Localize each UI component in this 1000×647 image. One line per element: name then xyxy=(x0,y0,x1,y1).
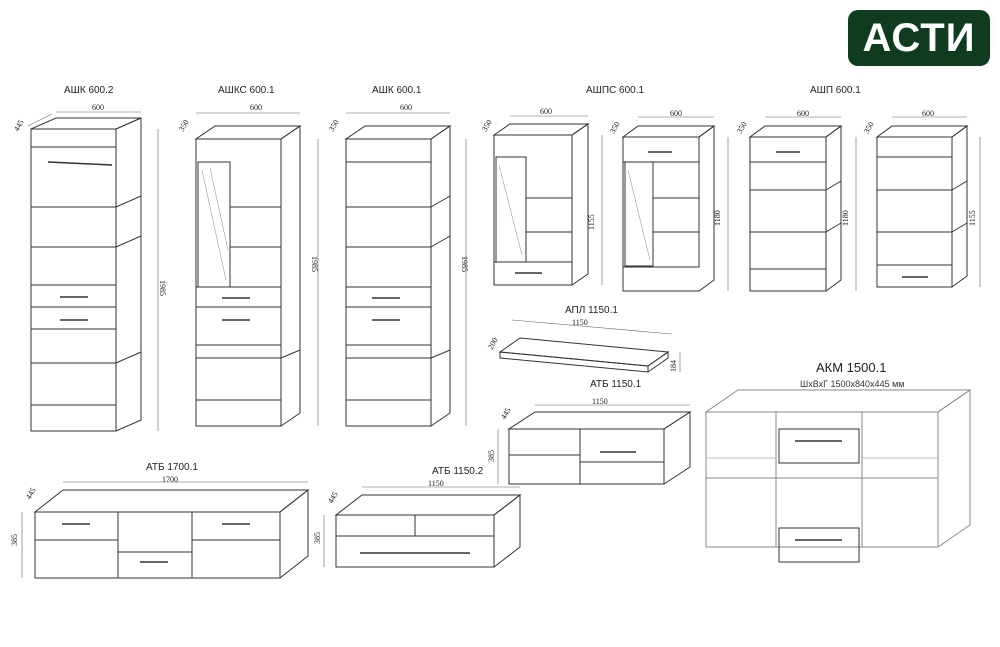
tvstand-atb-1700-1 xyxy=(21,481,310,579)
brand-logo: АСТИ xyxy=(848,10,990,66)
dim-ashp-600-1c-width: 600 xyxy=(922,109,934,118)
dim-ashk-600-1-height: 1985 xyxy=(460,256,469,272)
dim-atb-1700-1-depth: 445 xyxy=(24,486,38,501)
dim-atb-1150-2-depth: 445 xyxy=(326,490,340,505)
dim-ashp-600-1c-depth: 350 xyxy=(862,120,876,135)
cabinet-ashps-600-1 xyxy=(492,115,603,286)
label-ashps-600-1: АШПС 600.1 xyxy=(586,85,645,96)
dim-atb-1700-1-height: 385 xyxy=(10,534,19,546)
cabinet-ashk-600-1 xyxy=(344,112,467,427)
dim-apl-1150-1-width: 1150 xyxy=(572,318,588,327)
dim-ashks-600-1-depth: 350 xyxy=(177,118,191,133)
dim-ashks-600-1-height: 1985 xyxy=(310,256,319,272)
dim-atb-1150-1-depth: 445 xyxy=(499,406,513,421)
label-ashk-600-1: АШК 600.1 xyxy=(372,85,422,96)
dim-ashk-600-2-depth: 445 xyxy=(12,118,26,133)
dim-atb-1150-1-height: 385 xyxy=(487,450,496,462)
dim-ashk-600-1-depth: 350 xyxy=(327,118,341,133)
dim-atb-1150-1-width: 1150 xyxy=(592,397,608,406)
cabinet-ashk-600-2 xyxy=(27,111,159,432)
dim-atb-1700-1-width: 1700 xyxy=(162,475,178,484)
label-ashp-600-1: АШП 600.1 xyxy=(810,85,861,96)
dim-ashp-600-1-height: 1180 xyxy=(841,210,850,226)
dim-ashps-600-1-height: 1155 xyxy=(587,214,596,230)
label-akm-dimensions: ШхВхГ 1500х840х445 мм xyxy=(800,379,905,389)
dim-ashk-600-2-width: 600 xyxy=(92,103,104,112)
label-ashk-600-2: АШК 600.2 xyxy=(64,85,114,96)
tvstand-atb-1150-1 xyxy=(497,404,692,485)
dim-apl-1150-1-height: 184 xyxy=(669,360,678,372)
dim-ashp-600-1a-width: 600 xyxy=(670,109,682,118)
dim-ashp-600-1c-height: 1155 xyxy=(968,210,977,226)
dim-ashks-600-1-width: 600 xyxy=(250,103,262,112)
cabinet-ashp-600-1-small xyxy=(875,116,981,288)
dim-ashp-600-1-depth: 350 xyxy=(735,120,749,135)
dim-atb-1150-2-height: 385 xyxy=(313,532,322,544)
label-atb-1150-1: АТБ 1150.1 xyxy=(590,379,642,390)
dim-ashp-600-1-width: 600 xyxy=(797,109,809,118)
label-atb-1700-1: АТБ 1700.1 xyxy=(146,462,198,473)
shelf-apl-1150-1 xyxy=(498,319,681,373)
tvstand-atb-1150-2 xyxy=(323,486,522,568)
dim-apl-1150-1-depth: 200 xyxy=(486,336,500,351)
dim-ashk-600-2-height: 1985 xyxy=(158,280,167,296)
dim-ashp-600-1a-depth: 350 xyxy=(608,120,622,135)
label-atb-1150-2: АТБ 1150.2 xyxy=(432,466,484,477)
cabinet-ashp-600-1-glass xyxy=(621,116,729,292)
dim-ashp-600-1a-height: 1180 xyxy=(713,210,722,226)
label-apl-1150-1: АПЛ 1150.1 xyxy=(565,305,618,316)
dim-ashps-600-1-width: 600 xyxy=(540,107,552,116)
label-ashks-600-1: АШКС 600.1 xyxy=(218,85,275,96)
label-akm-1500-1: АКМ 1500.1 xyxy=(816,360,887,375)
dim-atb-1150-2-width: 1150 xyxy=(428,479,444,488)
dim-ashps-600-1-depth: 350 xyxy=(480,118,494,133)
dim-ashk-600-1-width: 600 xyxy=(400,103,412,112)
chest-akm-1500-1 xyxy=(704,389,972,563)
cabinet-ashp-600-1 xyxy=(748,116,857,292)
cabinet-ashks-600-1 xyxy=(194,112,319,427)
